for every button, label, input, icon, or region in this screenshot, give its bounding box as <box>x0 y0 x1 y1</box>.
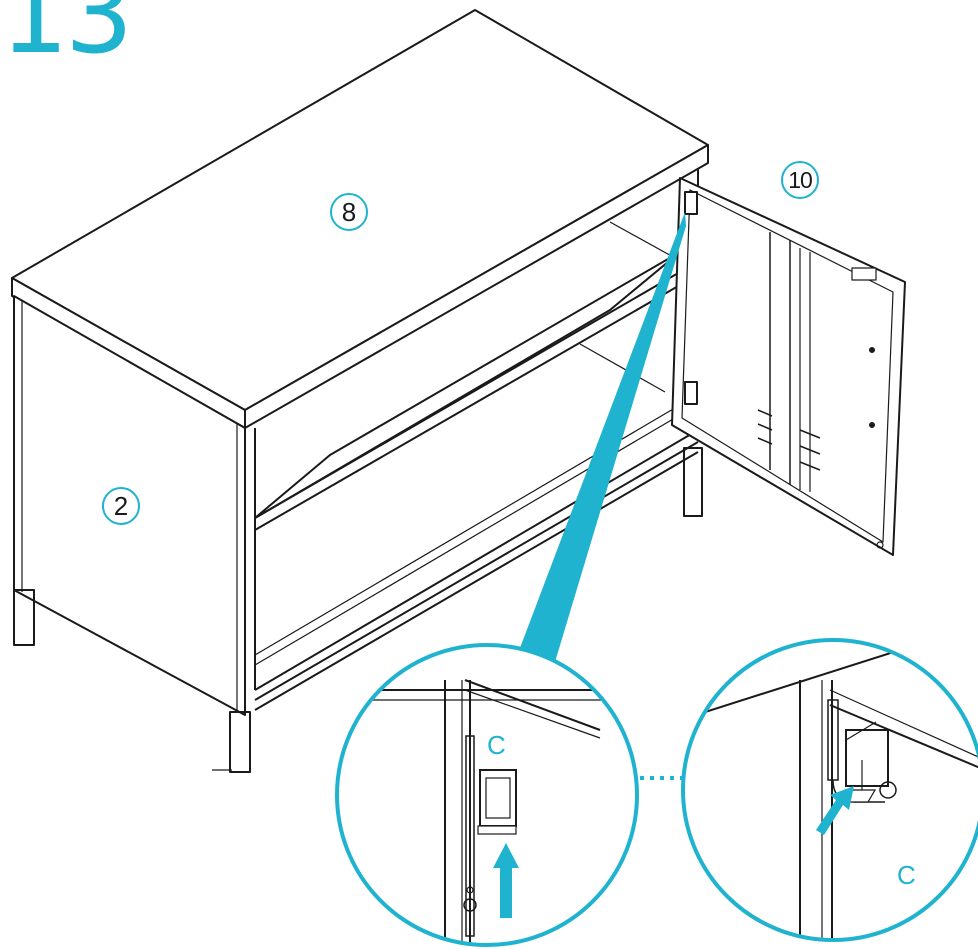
callout-side-panel: 2 <box>102 487 140 525</box>
hinge-label-right: C <box>897 860 916 890</box>
detail-circle-right <box>681 638 978 942</box>
cabinet-leg-front-left <box>13 589 35 646</box>
cabinet-leg-back-right <box>683 447 703 517</box>
callout-door: 10 <box>781 161 819 199</box>
door-hinge-bottom <box>684 381 698 405</box>
cabinet <box>11 9 709 773</box>
cabinet-door <box>671 177 906 556</box>
cabinet-leg-front-right <box>229 711 251 773</box>
detail-circle-left <box>335 643 639 947</box>
step-number: 13 <box>0 0 133 78</box>
cabinet-top-side-edge <box>244 144 709 429</box>
upward-arrow <box>493 843 519 918</box>
callout-top-panel: 8 <box>330 193 368 231</box>
door-hinge-top <box>684 191 698 215</box>
diagonal-arrow <box>816 786 854 835</box>
hinge-label-left: C <box>487 730 506 760</box>
zoom-wedge <box>520 212 686 662</box>
